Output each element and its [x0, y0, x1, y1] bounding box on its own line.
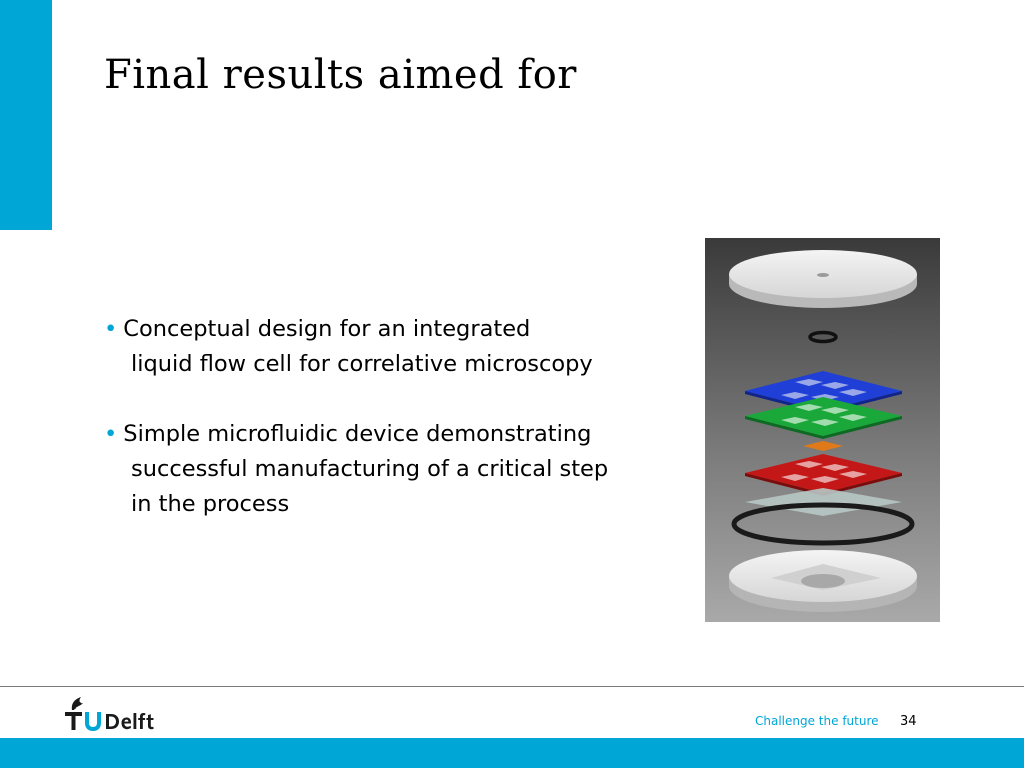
bullet-text: Conceptual design for an integrated — [123, 316, 531, 342]
bullet-dot-icon: • — [104, 421, 118, 447]
green-frame — [745, 397, 902, 439]
bullet-text: Simple microfluidic device demonstrating — [123, 421, 592, 447]
o-ring-large — [731, 502, 915, 546]
exploded-flow-cell-figure — [705, 238, 940, 622]
bullet-dot-icon: • — [104, 316, 118, 342]
footer-tagline: Challenge the future — [755, 714, 879, 728]
o-ring-small — [808, 330, 838, 344]
bullet-list: •Conceptual design for an integrated liq… — [104, 312, 684, 557]
top-disc — [729, 250, 917, 308]
red-frame — [745, 454, 902, 496]
bullet-item: •Simple microfluidic device demonstratin… — [104, 417, 684, 522]
page-number: 34 — [900, 714, 917, 729]
bullet-item: •Conceptual design for an integrated liq… — [104, 312, 684, 382]
bottom-disc — [729, 550, 917, 612]
footer-rule — [0, 686, 1024, 687]
bullet-text: in the process — [131, 491, 290, 517]
footer-band — [0, 738, 1024, 768]
accent-bar — [0, 0, 52, 230]
bullet-text: liquid flow cell for correlative microsc… — [131, 351, 593, 377]
slide-title: Final results aimed for — [104, 52, 577, 98]
tudelft-logo — [65, 697, 154, 731]
bullet-text: successful manufacturing of a critical s… — [131, 456, 609, 482]
orange-chip — [803, 441, 843, 451]
